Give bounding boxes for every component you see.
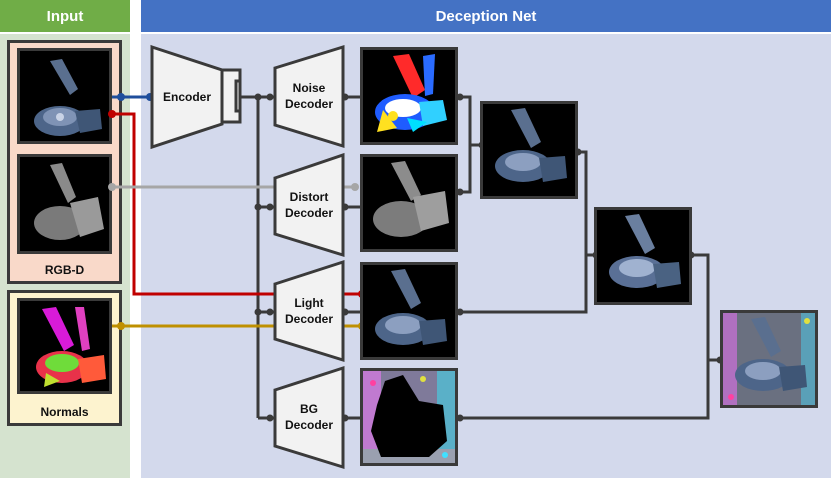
- light-decoder-line2: Decoder: [284, 312, 334, 326]
- normals-label: Normals: [40, 405, 89, 419]
- combined-light-image: [594, 207, 692, 305]
- distort-decoder-label: Distort Decoder: [275, 189, 343, 221]
- distort-output-image: [360, 154, 458, 252]
- noise-decoder-line1: Noise: [292, 81, 326, 95]
- light-decoder-label: Light Decoder: [275, 295, 343, 327]
- bg-decoder-label: BG Decoder: [275, 401, 343, 433]
- bg-decoder-line2: Decoder: [284, 418, 334, 432]
- depth-image: [17, 154, 112, 254]
- bg-decoder-shape: [273, 365, 345, 470]
- distort-decoder-line1: Distort: [289, 190, 329, 204]
- encoder-label: Encoder: [162, 90, 211, 104]
- normals-image: [17, 298, 112, 394]
- encoder-shape: [150, 44, 224, 150]
- bg-output-image: [360, 368, 458, 466]
- distort-decoder-line2: Decoder: [284, 206, 334, 220]
- noise-decoder-shape: [273, 44, 345, 149]
- combined-noise-distort-image: [480, 101, 578, 199]
- deception-net-header: Deception Net: [141, 0, 831, 32]
- bg-decoder-line1: BG: [300, 402, 318, 416]
- noise-decoder-line2: Decoder: [284, 97, 334, 111]
- final-output-image: [720, 310, 818, 408]
- rgbd-label: RGB-D: [44, 263, 85, 277]
- input-header: Input: [0, 0, 130, 32]
- noise-output-image: [360, 47, 458, 145]
- light-output-image: [360, 262, 458, 360]
- noise-decoder-label: Noise Decoder: [275, 80, 343, 112]
- rgb-image: [17, 48, 112, 144]
- light-decoder-shape: [273, 259, 345, 363]
- distort-decoder-shape: [273, 152, 345, 258]
- light-decoder-line1: Light: [294, 296, 324, 310]
